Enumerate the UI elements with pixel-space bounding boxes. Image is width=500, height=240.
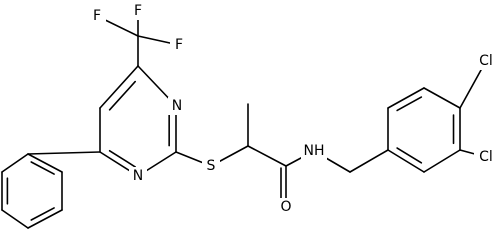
bond-phenyl-3	[27, 209, 63, 229]
atom-label-group: F F F N N S O NH Cl Cl	[88, 2, 498, 216]
atom-bg-n2	[129, 167, 147, 185]
bond-c5-c4-double	[108, 80, 136, 111]
bond-benzene-double-6	[396, 147, 423, 164]
atom-bg-nh	[301, 142, 327, 160]
atom-bg-f3	[170, 36, 188, 54]
molecule-diagram: F F F N N S O NH Cl Cl	[1, 2, 498, 229]
atom-bg-o	[277, 198, 295, 216]
atom-bg-cl1	[474, 52, 498, 70]
bond-phenyl-double-3	[30, 207, 55, 221]
bond-benzene-2	[387, 87, 425, 109]
atom-bg-f2	[129, 2, 147, 20]
atom-f2: F	[134, 3, 142, 19]
atom-s: S	[207, 158, 216, 174]
atom-n1: N	[172, 98, 182, 114]
atom-n2: N	[133, 168, 143, 184]
bond-benzene-6	[387, 149, 425, 173]
atom-cl2: Cl	[479, 149, 493, 165]
atom-bg-f1	[88, 7, 106, 25]
bond-group	[1, 10, 487, 229]
bond-ca-carbonyl	[247, 145, 287, 167]
bond-phenyl-1	[27, 153, 63, 173]
bond-n1-c6-double	[108, 149, 136, 168]
bond-c5-c4	[99, 65, 139, 109]
atom-bg-n1	[168, 97, 186, 115]
bond-phenyl-double-1	[30, 161, 55, 175]
bond-c6-phenyl	[27, 151, 101, 155]
bond-benzene-5	[423, 149, 461, 173]
atom-cl1: Cl	[479, 53, 493, 69]
atom-f1: F	[93, 8, 101, 24]
bond-benzene-3	[423, 87, 461, 109]
bond-phenyl-4	[1, 209, 29, 229]
atom-bg-cl2	[474, 148, 498, 166]
atom-nh: NH	[304, 143, 325, 159]
atom-bg-s	[202, 157, 220, 175]
bond-benzene-double-2	[396, 96, 423, 112]
bond-ch2-benzyl	[349, 149, 389, 173]
atom-f3: F	[175, 37, 183, 53]
bond-phenyl-6	[1, 153, 29, 173]
atom-o: O	[280, 199, 291, 215]
